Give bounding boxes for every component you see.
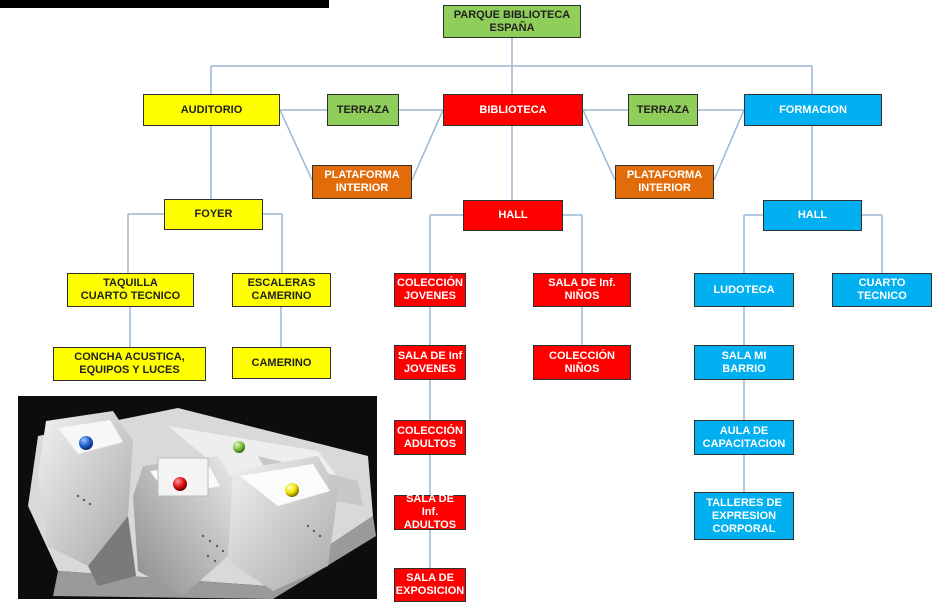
node-ludoteca: LUDOTECA xyxy=(694,273,794,307)
node-foyer: FOYER xyxy=(164,199,263,230)
node-cuarto-tecnico: CUARTO TECNICO xyxy=(832,273,932,307)
node-escaleras-camerino: ESCALERAS CAMERINO xyxy=(232,273,331,307)
node-coleccion-jovenes: COLECCIÓN JOVENES xyxy=(394,273,466,307)
node-plataforma-interior-left: PLATAFORMA INTERIOR xyxy=(312,165,412,199)
node-biblioteca: BIBLIOTECA xyxy=(443,94,583,126)
node-sala-mi-barrio: SALA MI BARRIO xyxy=(694,345,794,380)
architecture-model-photo xyxy=(18,396,377,599)
model-illustration xyxy=(18,396,377,599)
node-coleccion-ninos: COLECCIÓN NIÑOS xyxy=(533,345,631,380)
node-concha-acustica: CONCHA ACUSTICA, EQUIPOS Y LUCES xyxy=(53,347,206,381)
node-hall-formacion: HALL xyxy=(763,200,862,231)
node-terraza-right: TERRAZA xyxy=(628,94,698,126)
node-sala-inf-jovenes: SALA DE Inf JOVENES xyxy=(394,345,466,380)
red-marker xyxy=(173,477,187,491)
green-marker xyxy=(233,441,245,453)
node-coleccion-adultos: COLECCIÓN ADULTOS xyxy=(394,420,466,455)
node-parque-biblioteca-espana: PARQUE BIBLIOTECA ESPAÑA xyxy=(443,5,581,38)
node-camerino: CAMERINO xyxy=(232,347,331,379)
node-hall-biblioteca: HALL xyxy=(463,200,563,231)
node-sala-inf-adultos: SALA DE Inf. ADULTOS xyxy=(394,493,466,531)
node-taquilla-cuarto-tecnico: TAQUILLA CUARTO TECNICO xyxy=(67,273,194,307)
node-aula-capacitacion: AULA DE CAPACITACION xyxy=(694,420,794,455)
node-talleres-expresion-corporal: TALLERES DE EXPRESION CORPORAL xyxy=(694,492,794,540)
yellow-marker xyxy=(285,483,299,497)
node-sala-inf-ninos: SALA DE Inf. NIÑOS xyxy=(533,273,631,307)
node-plataforma-interior-right: PLATAFORMA INTERIOR xyxy=(615,165,714,199)
node-sala-exposicion: SALA DE EXPOSICION xyxy=(394,568,466,602)
blue-marker xyxy=(79,436,93,450)
top-black-bar xyxy=(0,0,329,8)
node-terraza-left: TERRAZA xyxy=(327,94,399,126)
node-formacion: FORMACION xyxy=(744,94,882,126)
node-auditorio: AUDITORIO xyxy=(143,94,280,126)
